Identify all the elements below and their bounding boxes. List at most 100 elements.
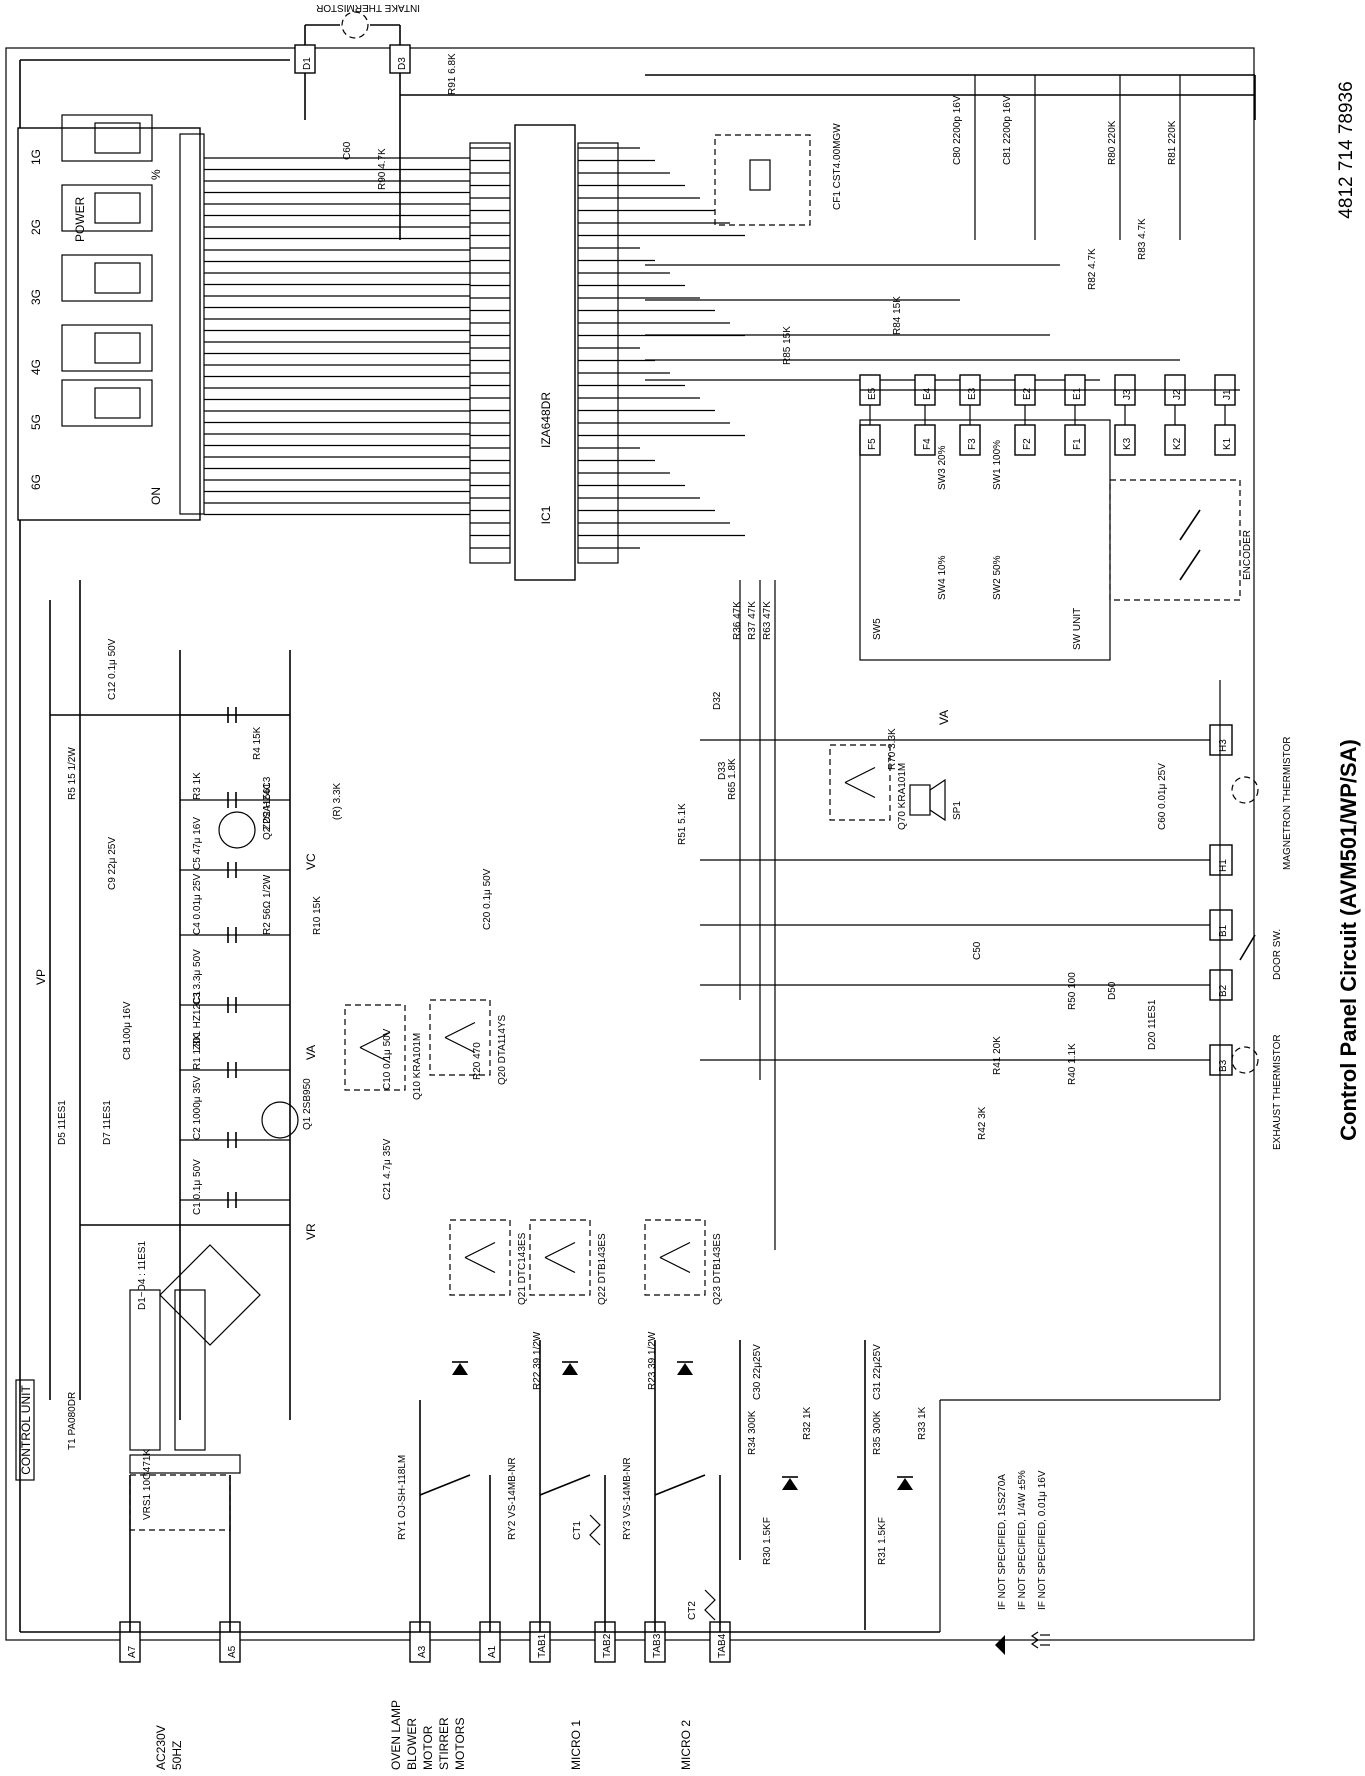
svg-text:R37 47K: R37 47K [747,601,758,640]
label-r65: R65 1.8K [727,758,738,800]
label-r85: R85 15K [782,326,793,365]
diode [897,1476,913,1490]
label-c31: C31 22μ25V [872,1344,883,1400]
svg-text:D1~D4 : 11ES1: D1~D4 : 11ES1 [137,1241,148,1310]
connector-k2: K2 [1164,405,1186,456]
terminal-label: A1 [487,1645,498,1658]
svg-text:E3: E3 [967,387,978,400]
connector-b3: B3 [700,1044,1233,1076]
svg-text:STIRRER: STIRRER [437,1717,451,1770]
label-r70: R70 3.3K [887,728,898,770]
svg-text:J3: J3 [1122,389,1133,400]
label-r50: R50 100 [1067,972,1078,1010]
svg-text:R5 15 1/2W: R5 15 1/2W [67,747,78,800]
svg-text:Q21 DTC143ES: Q21 DTC143ES [517,1232,528,1305]
svg-text:POWER: POWER [73,196,87,242]
svg-text:VA: VA [304,1045,318,1060]
svg-text:ZD1 HZ12C1: ZD1 HZ12C1 [192,991,203,1050]
svg-text:SW2 50%: SW2 50% [992,555,1003,600]
svg-text:(R) 3.3K: (R) 3.3K [332,782,343,820]
terminal-label: A5 [227,1645,238,1658]
svg-text:K3: K3 [1122,437,1133,450]
label-q23: Q23 DTB143ES [712,1233,723,1305]
svg-text:T1 PA080DR: T1 PA080DR [67,1392,78,1450]
label-r3: R3 1K [192,772,203,800]
label-r90: R90 4.7K [377,148,388,190]
label-r4: R4 15K [252,726,263,760]
svg-text:J2: J2 [1172,389,1183,400]
svg-text:E4: E4 [922,387,933,400]
svg-text:A5: A5 [227,1645,238,1658]
svg-text:C9 22μ 25V: C9 22μ 25V [107,837,118,890]
label-ac-supply: AC230V 50HZ [154,1725,184,1770]
svg-text:SP1: SP1 [952,801,963,820]
svg-text:F5: F5 [867,438,878,450]
label-r20: R20 470 [472,1042,483,1080]
svg-text:CONTROL UNIT: CONTROL UNIT [19,1385,33,1475]
svg-text:C5 47μ 16V: C5 47μ 16V [192,817,203,870]
svg-text:D32: D32 [712,691,723,710]
svg-text:MOTORS: MOTORS [453,1718,467,1770]
svg-text:CT2: CT2 [687,1601,698,1620]
svg-text:MICRO 1: MICRO 1 [569,1720,583,1770]
connector-label: F5 [867,438,878,450]
transistor-q1: Q1 2SB950 [261,1078,313,1139]
svg-text:ON: ON [149,487,163,505]
connector-label: B2 [1218,984,1229,997]
svg-text:R81 220K: R81 220K [1167,120,1178,165]
label-c2: C2 1000μ 35V [192,1076,203,1140]
label-r51: R51 5.1K [677,803,688,845]
svg-text:R30 1.5KF: R30 1.5KF [762,1517,773,1565]
label-r30: R30 1.5KF [762,1517,773,1565]
svg-text:RY1 OJ-SH-118LM: RY1 OJ-SH-118LM [397,1455,408,1540]
segment-bus [204,157,470,516]
svg-text:R70 3.3K: R70 3.3K [887,728,898,770]
label-d20: D20 11ES1 [1147,999,1158,1050]
terminal-label: A3 [417,1645,428,1658]
connector-f5: F5 [859,405,881,456]
label-q70: Q70 KRA101M [897,763,908,830]
svg-text:SW1 100%: SW1 100% [992,440,1003,490]
svg-text:MICRO 2: MICRO 2 [679,1720,693,1770]
label-r31: R31 1.5KF [877,1517,888,1565]
connector-label: K3 [1122,437,1133,450]
svg-text:4812 714 78936: 4812 714 78936 [1336,81,1357,218]
svg-text:R65 1.8K: R65 1.8K [727,758,738,800]
label-r91: R91 6.8K [447,53,458,95]
svg-text:E1: E1 [1072,387,1083,400]
label-r63: R63 47K [762,601,773,640]
svg-text:R3 1K: R3 1K [192,772,203,800]
svg-text:TAB2: TAB2 [602,1633,613,1658]
bridge-rectifier: D1~D4 : 11ES1 [137,1241,261,1346]
svg-text:C1 0.1μ 50V: C1 0.1μ 50V [192,1159,203,1215]
connector-label: F4 [922,438,933,450]
connector-label: H3 [1218,739,1229,752]
svg-text:VR: VR [304,1223,318,1240]
label-r42: R42 3K [977,1106,988,1140]
capacitor [180,1062,290,1078]
svg-text:F2: F2 [1022,438,1033,450]
label-c8: C8 100μ 16V [122,1001,133,1060]
label-r82: R82 4.7K [1087,248,1098,290]
svg-text:TAB1: TAB1 [537,1633,548,1658]
connector-k1: K1 [1214,405,1236,456]
connector-f2: F2 [1014,405,1036,456]
svg-text:F4: F4 [922,438,933,450]
svg-text:R32 1K: R32 1K [802,1406,813,1440]
connector-f4: F4 [914,405,936,456]
label-c4: C4 0.01μ 25V [192,873,203,935]
svg-text:C50: C50 [972,941,983,960]
svg-text:R42 3K: R42 3K [977,1106,988,1140]
svg-text:R2 56Ω 1/2W: R2 56Ω 1/2W [262,874,273,935]
digit-1g: 1G [29,149,43,165]
label-r33: R33 1K [917,1406,928,1440]
digit-4g: 4G [29,359,43,375]
exhaust-thermistor: EXHAUST THERMISTOR [1231,1034,1283,1150]
label-r5: R5 15 1/2W [67,747,78,800]
diagram-title: Control Panel Circuit (AVM501/WP/SA) [1336,739,1361,1141]
capacitor [180,927,290,943]
relay-ry1: RY1 OJ-SH-118LM [397,1455,491,1632]
svg-text:3G: 3G [29,289,43,305]
